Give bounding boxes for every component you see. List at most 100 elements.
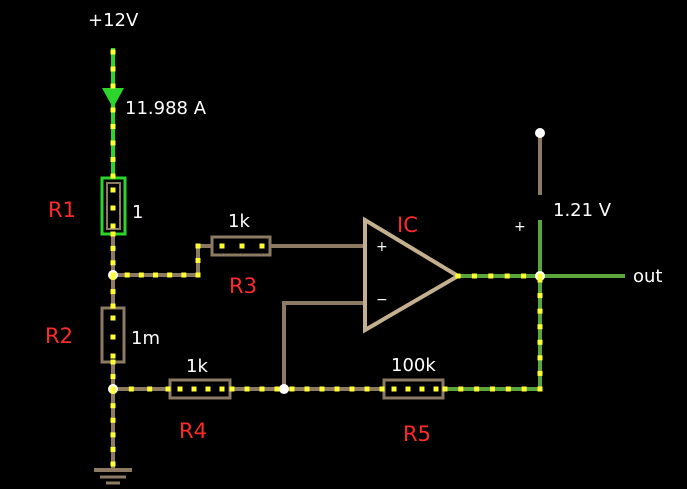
opamp-minus-pin: −	[376, 292, 388, 308]
r1-reference: R1	[48, 198, 76, 222]
junction-node[interactable]	[279, 384, 289, 394]
current-dot	[110, 303, 116, 309]
current-dot	[110, 315, 116, 321]
opamp-triangle[interactable]	[363, 216, 462, 334]
current-dot	[521, 386, 527, 392]
current-dot	[110, 205, 116, 211]
r2-reference: R2	[45, 324, 73, 348]
r4-reference: R4	[179, 419, 207, 443]
current-dot	[391, 386, 397, 392]
current-dot	[110, 334, 116, 340]
current-dot	[181, 272, 187, 278]
current-dot	[110, 187, 116, 193]
current-dot	[319, 386, 325, 392]
current-dot	[304, 386, 310, 392]
current-dot	[110, 374, 116, 380]
current-dot	[205, 386, 211, 392]
current-dot	[110, 173, 116, 179]
current-dot	[110, 403, 116, 409]
ground-symbol-icon	[94, 468, 132, 485]
probe-voltage: 1.21 V	[553, 200, 612, 221]
current-dot	[110, 223, 116, 229]
current-dot	[110, 446, 116, 452]
current-dot	[195, 258, 201, 263]
current-dot	[458, 386, 464, 392]
current-dot	[537, 339, 543, 345]
current-dot	[110, 432, 116, 438]
current-dots	[110, 49, 543, 467]
current-dot	[110, 157, 116, 162]
current-dot	[110, 386, 116, 392]
current-dot	[110, 353, 116, 359]
r5-value: 100k	[391, 355, 436, 376]
current-dot	[124, 272, 130, 278]
current-dot	[349, 386, 355, 392]
current-dot	[110, 140, 116, 146]
wire-r5-output-node[interactable]	[443, 276, 542, 391]
current-dot	[110, 107, 116, 113]
current-dot	[110, 49, 116, 55]
r3-value: 1k	[228, 211, 250, 232]
current-arrow-icon	[102, 88, 124, 108]
current-dot	[471, 273, 477, 279]
current-dot	[195, 272, 201, 278]
opamp-plus-pin: +	[376, 239, 388, 255]
current-dot	[419, 386, 425, 392]
current-dot	[537, 370, 543, 376]
probe-terminal[interactable]	[535, 128, 545, 138]
current-readout: 11.988 A	[125, 98, 207, 119]
current-dot	[110, 124, 116, 129]
current-dot	[488, 273, 494, 279]
r1-value: 1	[132, 202, 143, 223]
r4-value: 1k	[186, 356, 208, 377]
current-dot	[153, 272, 158, 278]
current-dot	[474, 386, 480, 392]
current-dot	[537, 386, 543, 392]
opamp-reference: IC	[397, 213, 418, 237]
current-dot	[191, 386, 197, 392]
current-dot	[364, 386, 370, 392]
current-dot	[219, 243, 225, 249]
current-dot	[259, 243, 265, 249]
current-dot	[110, 83, 116, 89]
current-dot	[110, 359, 116, 365]
probe-polarity: +	[514, 219, 526, 235]
current-dot	[167, 272, 173, 278]
current-dot	[490, 386, 495, 392]
current-dot	[147, 386, 153, 392]
r5-reference: R5	[403, 422, 431, 446]
current-dot	[229, 386, 235, 392]
current-dot	[455, 273, 461, 279]
current-dot	[537, 273, 543, 279]
current-dot	[433, 386, 439, 392]
current-dot	[289, 386, 295, 392]
current-dot	[110, 260, 116, 266]
current-dot	[110, 231, 116, 237]
current-dot	[219, 386, 225, 392]
current-dot	[537, 324, 543, 330]
current-dot	[521, 273, 527, 279]
current-dot	[334, 386, 340, 392]
current-dot	[504, 273, 510, 279]
current-dot	[165, 386, 171, 392]
current-dot	[537, 355, 543, 361]
r3-reference: R3	[229, 274, 257, 298]
r2-value: 1m	[131, 328, 160, 349]
supply-label: +12V	[88, 10, 139, 31]
output-label: out	[633, 266, 662, 287]
current-dot	[379, 386, 385, 392]
current-dot	[138, 272, 144, 278]
wire-node3-opamp-minus[interactable]	[282, 301, 365, 389]
current-dot	[110, 66, 116, 72]
current-dot	[405, 386, 411, 392]
current-dot	[442, 386, 448, 392]
current-dot	[259, 386, 265, 392]
current-dot	[128, 386, 134, 392]
current-dot	[274, 386, 280, 392]
current-dot	[537, 308, 543, 314]
current-dot	[505, 386, 511, 392]
current-dot	[110, 417, 116, 423]
current-dot	[244, 386, 250, 392]
current-dot	[239, 243, 245, 249]
